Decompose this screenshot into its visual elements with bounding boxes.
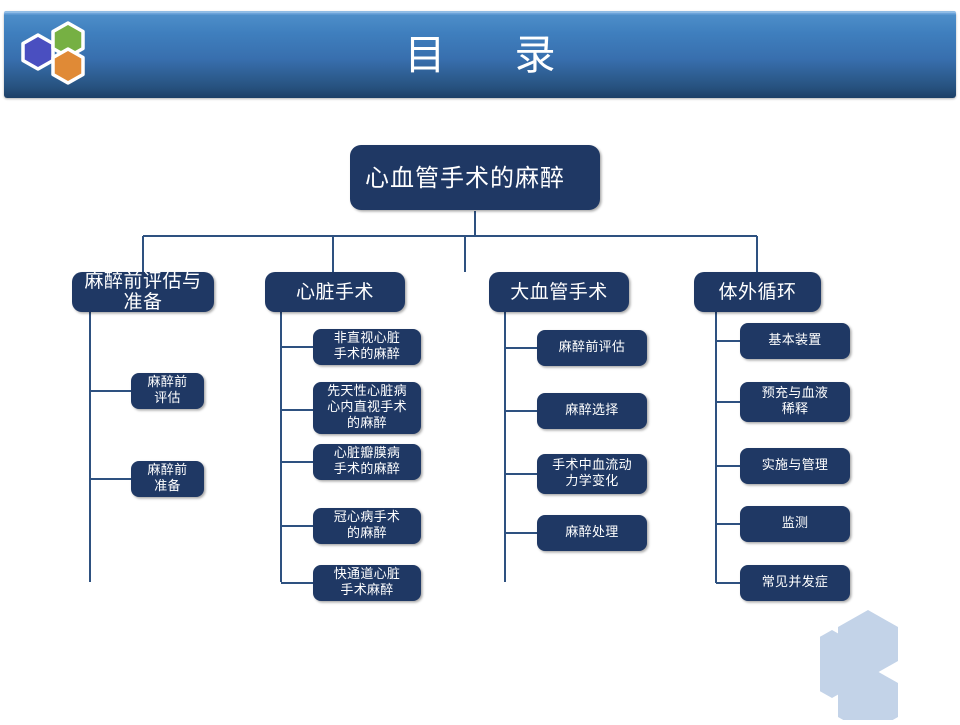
leaf-node-2-5-label: 快通道心脏 手术麻醉 bbox=[333, 567, 401, 598]
branch-node-1[interactable]: 麻醉前评估与 准备 bbox=[72, 270, 214, 313]
leaf-node-3-1[interactable]: 麻醉前评估 bbox=[537, 330, 647, 366]
leaf-node-2-4[interactable]: 冠心病手术 的麻醉 bbox=[313, 508, 421, 544]
leaf-node-2-2-label: 先天性心脏病 心内直视手术 的麻醉 bbox=[327, 384, 407, 431]
leaf-node-1-1-label: 麻醉前 评估 bbox=[147, 375, 188, 406]
hexagon-cluster-logo-icon bbox=[14, 17, 110, 93]
leaf-node-2-1-label: 非直视心脏 手术的麻醉 bbox=[333, 331, 401, 362]
branch-node-1-label: 麻醉前评估与 准备 bbox=[84, 270, 202, 313]
leaf-node-3-3[interactable]: 手术中血流动 力学变化 bbox=[537, 454, 647, 494]
leaf-node-1-1[interactable]: 麻醉前 评估 bbox=[131, 373, 204, 409]
leaf-node-3-1-label: 麻醉前评估 bbox=[558, 340, 626, 355]
leaf-node-2-1[interactable]: 非直视心脏 手术的麻醉 bbox=[313, 329, 421, 365]
root-node-label: 心血管手术的麻醉 bbox=[365, 163, 565, 192]
leaf-node-3-2[interactable]: 麻醉选择 bbox=[537, 393, 647, 429]
leaf-node-3-4[interactable]: 麻醉处理 bbox=[537, 515, 647, 551]
leaf-node-2-3[interactable]: 心脏瓣膜病 手术的麻醉 bbox=[313, 444, 421, 480]
leaf-node-4-3-label: 实施与管理 bbox=[761, 458, 829, 473]
leaf-node-2-5[interactable]: 快通道心脏 手术麻醉 bbox=[313, 565, 421, 601]
leaf-node-4-1[interactable]: 基本装置 bbox=[740, 323, 850, 359]
leaf-node-1-2-label: 麻醉前 准备 bbox=[147, 463, 188, 494]
leaf-node-4-3[interactable]: 实施与管理 bbox=[740, 448, 850, 484]
branch-node-2[interactable]: 心脏手术 bbox=[265, 272, 405, 312]
leaf-node-4-5[interactable]: 常见并发症 bbox=[740, 565, 850, 601]
leaf-node-2-2[interactable]: 先天性心脏病 心内直视手术 的麻醉 bbox=[313, 382, 421, 434]
branch-node-4[interactable]: 体外循环 bbox=[694, 272, 821, 312]
page-title: 目 录 bbox=[404, 31, 570, 79]
leaf-node-4-1-label: 基本装置 bbox=[768, 333, 822, 348]
branch-node-4-label: 体外循环 bbox=[718, 280, 797, 303]
leaf-node-3-4-label: 麻醉处理 bbox=[565, 525, 619, 540]
slide-header-banner: 目 录 bbox=[4, 11, 956, 98]
leaf-node-1-2[interactable]: 麻醉前 准备 bbox=[131, 461, 204, 497]
leaf-node-4-5-label: 常见并发症 bbox=[761, 575, 829, 590]
leaf-node-3-2-label: 麻醉选择 bbox=[565, 403, 619, 418]
leaf-node-3-3-label: 手术中血流动 力学变化 bbox=[552, 458, 632, 489]
branch-node-2-label: 心脏手术 bbox=[295, 280, 374, 303]
leaf-node-4-2[interactable]: 预充与血液 稀释 bbox=[740, 382, 850, 422]
leaf-node-2-4-label: 冠心病手术 的麻醉 bbox=[333, 510, 401, 541]
leaf-node-4-2-label: 预充与血液 稀释 bbox=[761, 386, 829, 417]
root-node[interactable]: 心血管手术的麻醉 bbox=[350, 145, 600, 210]
branch-node-3[interactable]: 大血管手术 bbox=[489, 272, 629, 312]
leaf-node-4-4[interactable]: 监测 bbox=[740, 506, 850, 542]
leaf-node-4-4-label: 监测 bbox=[781, 516, 809, 531]
leaf-node-2-3-label: 心脏瓣膜病 手术的麻醉 bbox=[333, 446, 401, 477]
branch-node-3-label: 大血管手术 bbox=[510, 280, 608, 303]
